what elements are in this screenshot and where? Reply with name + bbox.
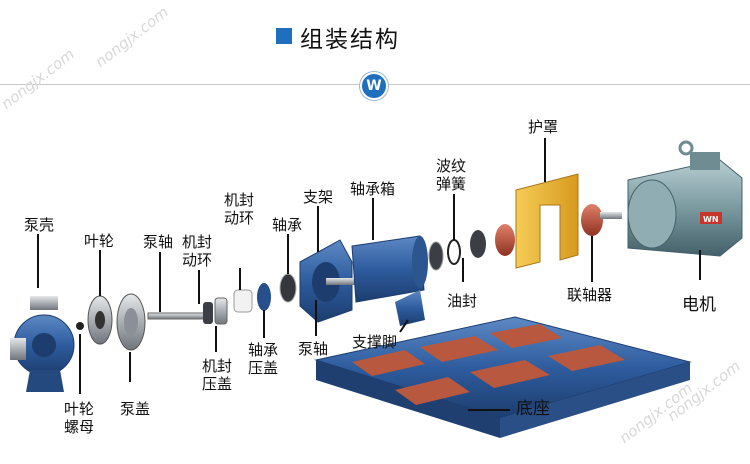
guard-part — [515, 173, 579, 269]
label-bracket: 支架 — [303, 188, 334, 206]
bearing-gland-part — [257, 283, 271, 311]
motor-part — [627, 140, 743, 257]
page-title: 组装结构 — [300, 27, 400, 53]
label-seal-ring-2: 机封 动环 — [224, 191, 254, 227]
label-impeller-nut-line1: 叶轮 — [64, 400, 95, 418]
label-support-foot: 支撑脚 — [352, 333, 398, 351]
label-pump-shaft-bottom: 泵轴 — [298, 340, 329, 358]
title-square-icon — [276, 28, 292, 44]
label-seal-ring-2-line2: 动环 — [224, 209, 255, 227]
section-header: 组装结构 — [0, 18, 750, 58]
label-impeller-nut-line2: 螺母 — [64, 418, 95, 436]
label-pump-cover: 泵盖 — [120, 400, 151, 418]
label-pump-shaft-top: 泵轴 — [143, 233, 174, 251]
spring-ring-part — [470, 230, 486, 258]
label-seal-gland: 机封 压盖 — [202, 357, 232, 393]
leader-lines — [37, 138, 701, 411]
base-frame — [314, 316, 692, 438]
label-bearing-box: 轴承箱 — [350, 180, 396, 198]
seal-part-1 — [203, 302, 213, 324]
label-pump-casing: 泵壳 — [24, 216, 55, 234]
bearing-part — [279, 273, 297, 303]
label-base: 底座 — [516, 399, 550, 419]
bearing-box-part — [351, 235, 428, 303]
motor-shaft-part — [600, 212, 622, 219]
label-impeller: 叶轮 — [84, 232, 115, 250]
label-seal-ring-2-line1: 机封 — [224, 191, 255, 209]
label-seal-ring-1: 机封 动环 — [182, 233, 212, 269]
pump-shaft-part — [147, 312, 205, 320]
label-seal-gland-line2: 压盖 — [202, 375, 233, 393]
label-seal-ring-1-line1: 机封 — [182, 233, 213, 251]
label-seal-gland-line1: 机封 — [202, 357, 233, 375]
support-foot-part — [395, 290, 425, 326]
pump-casing — [10, 296, 75, 392]
pump-cover-part — [116, 293, 146, 351]
label-bearing-gland: 轴承 压盖 — [248, 341, 278, 377]
oil-seal-part — [428, 241, 444, 271]
label-wave-spring-line1: 波纹 — [436, 157, 467, 175]
label-impeller-nut: 叶轮 螺母 — [64, 400, 94, 436]
label-guard: 护罩 — [528, 118, 559, 136]
label-wave-spring: 波纹 弹簧 — [436, 157, 466, 193]
label-oil-seal: 油封 — [447, 292, 478, 310]
label-coupling: 联轴器 — [567, 286, 613, 304]
coupling-left-part — [495, 224, 515, 256]
label-seal-ring-1-line2: 动环 — [182, 251, 213, 269]
label-bearing-gland-line1: 轴承 — [248, 341, 279, 359]
label-bearing-gland-line2: 压盖 — [248, 359, 279, 377]
wave-spring-part — [447, 239, 461, 265]
seal-gland-part — [214, 297, 228, 325]
motor-plate-text: WN — [703, 215, 719, 224]
label-bearing: 轴承 — [272, 216, 303, 234]
label-motor: 电机 — [682, 295, 716, 315]
seal-ring-part — [233, 289, 253, 313]
impeller-part — [87, 295, 113, 345]
coupling-right-part — [581, 204, 603, 236]
label-wave-spring-line2: 弹簧 — [436, 175, 467, 193]
w-badge-icon: W — [360, 72, 388, 100]
impeller-nut-part — [76, 322, 84, 330]
